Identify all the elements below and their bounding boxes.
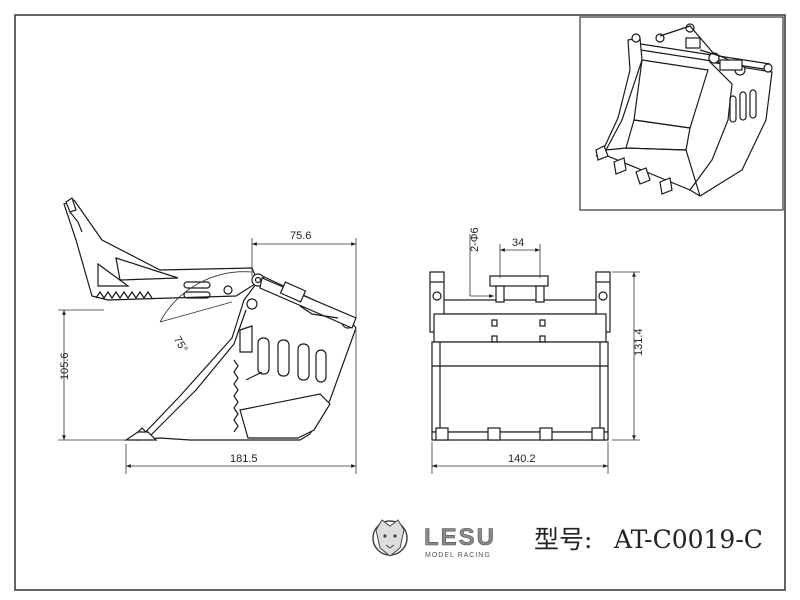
isometric-view bbox=[579, 16, 784, 211]
model-number: AT-C0019-C bbox=[613, 525, 763, 554]
brand-logo-text: LESU bbox=[424, 524, 496, 551]
brand-block: LESU MODEL RACING 型号: AT-C0019-C bbox=[372, 519, 763, 559]
side-angle-label: 75° bbox=[171, 334, 190, 354]
model-label: 型号: bbox=[534, 525, 592, 554]
side-height-label: 105.6 bbox=[59, 352, 71, 380]
front-hole-label: 2-Φ6 bbox=[469, 227, 481, 252]
front-width-label: 140.2 bbox=[508, 453, 536, 465]
side-top-width-label: 75.6 bbox=[290, 230, 311, 242]
front-pin-width-label: 34 bbox=[512, 237, 524, 249]
lion-logo-icon bbox=[372, 519, 408, 557]
side-width-label: 181.5 bbox=[230, 453, 258, 465]
side-view: 75° 75.6 105.6 181.5 bbox=[58, 197, 357, 474]
brand-logo-subtext: MODEL RACING bbox=[425, 552, 491, 559]
drawing-border bbox=[14, 14, 786, 591]
front-view: 2-Φ6 34 131.4 140.2 bbox=[429, 227, 645, 474]
front-height-label: 131.4 bbox=[633, 328, 645, 356]
